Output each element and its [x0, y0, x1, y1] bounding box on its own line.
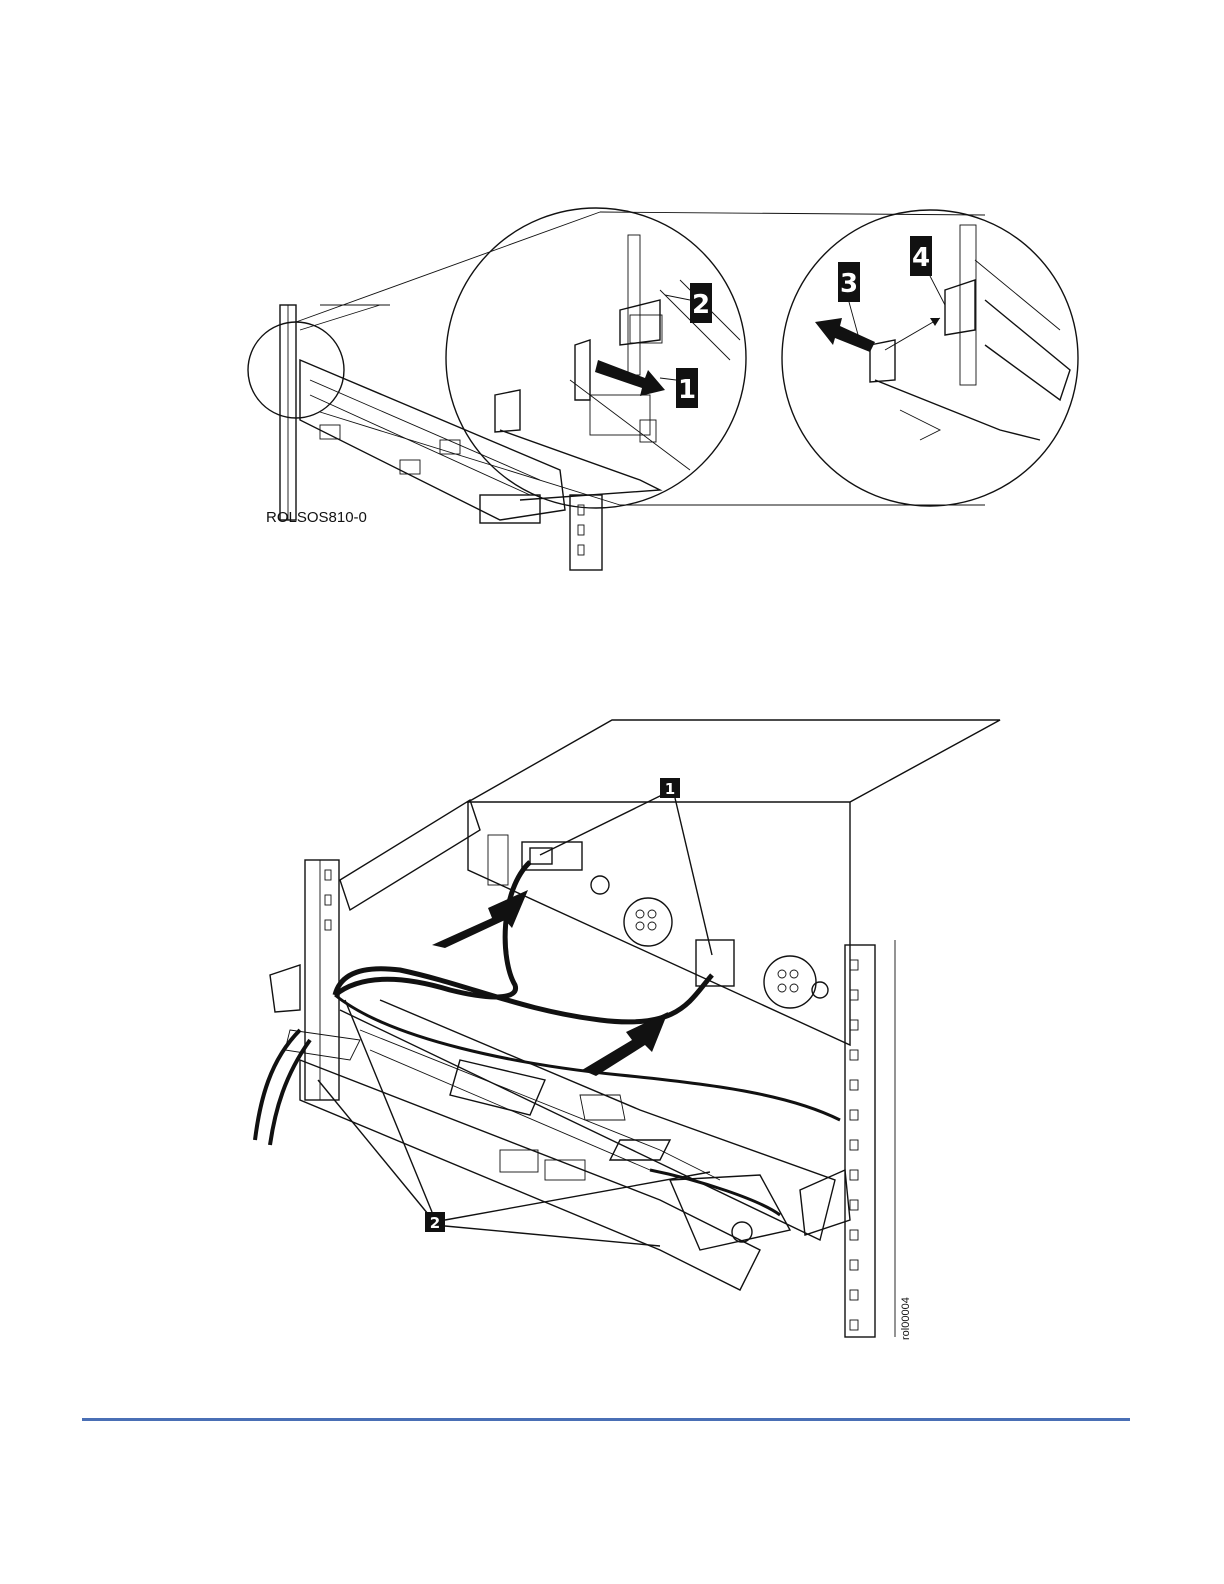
figure-cable-routing: 1 2 rol00004 [0, 0, 1224, 1400]
fig2-callout-2-label: 2 [430, 1214, 440, 1232]
fig2-callout-1-label: 1 [665, 780, 675, 798]
rack-rail-right-2 [845, 940, 895, 1337]
callout-1-marker-fig2: 1 [540, 778, 712, 955]
figure2-id-label: rol00004 [900, 1297, 912, 1340]
cables [255, 862, 840, 1215]
server-chassis [468, 720, 1000, 1045]
arrow-insert-signal [432, 890, 528, 948]
footer-rule [82, 1418, 1130, 1421]
cable-management-arm-2 [270, 800, 850, 1290]
